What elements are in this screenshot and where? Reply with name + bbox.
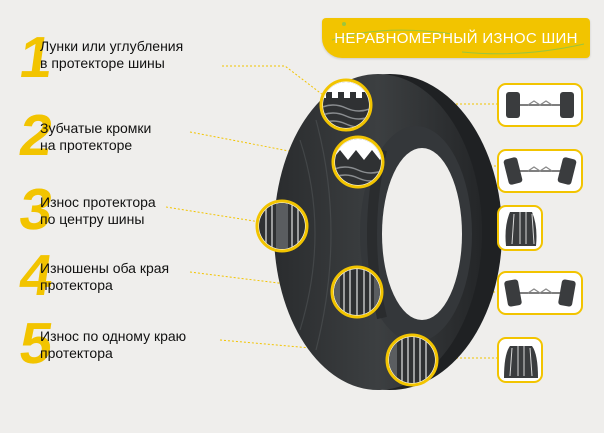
item-label-1: Лунки или углубления в протекторе шины bbox=[40, 38, 184, 71]
item-label-5: Износ по одному краю протектора bbox=[40, 328, 187, 361]
banner-swoosh-icon bbox=[331, 22, 585, 55]
leader-line-5 bbox=[219, 339, 391, 356]
leader-line-3 bbox=[165, 206, 261, 223]
both-edges-wear-icon bbox=[330, 265, 384, 319]
page-title: НЕРАВНОМЕРНЫЙ ИЗНОС ШИН bbox=[334, 29, 578, 47]
item-label-4: Изношены оба края протектора bbox=[40, 260, 170, 293]
camber-axle-icon bbox=[497, 271, 583, 315]
leader-line-2 bbox=[189, 131, 337, 161]
item-label-3: Износ протектора по центру шины bbox=[40, 194, 156, 227]
one-edge-wear-icon bbox=[385, 333, 439, 387]
toe-misaligned-axle-icon bbox=[497, 149, 583, 193]
center-wear-icon bbox=[255, 199, 309, 253]
item-label-2: Зубчатые кромки на протекторе bbox=[40, 120, 152, 153]
title-banner: НЕРАВНОМЕРНЫЙ ИЗНОС ШИН bbox=[322, 18, 590, 58]
tire-illustration bbox=[274, 74, 502, 390]
overinflated-tire-icon bbox=[497, 205, 543, 251]
cupped-tread-icon bbox=[319, 78, 373, 132]
underinflated-tire-icon bbox=[497, 337, 543, 383]
leader-line-1 bbox=[222, 65, 324, 96]
feathered-edge-icon bbox=[331, 135, 385, 189]
straight-axle-icon bbox=[497, 83, 583, 127]
